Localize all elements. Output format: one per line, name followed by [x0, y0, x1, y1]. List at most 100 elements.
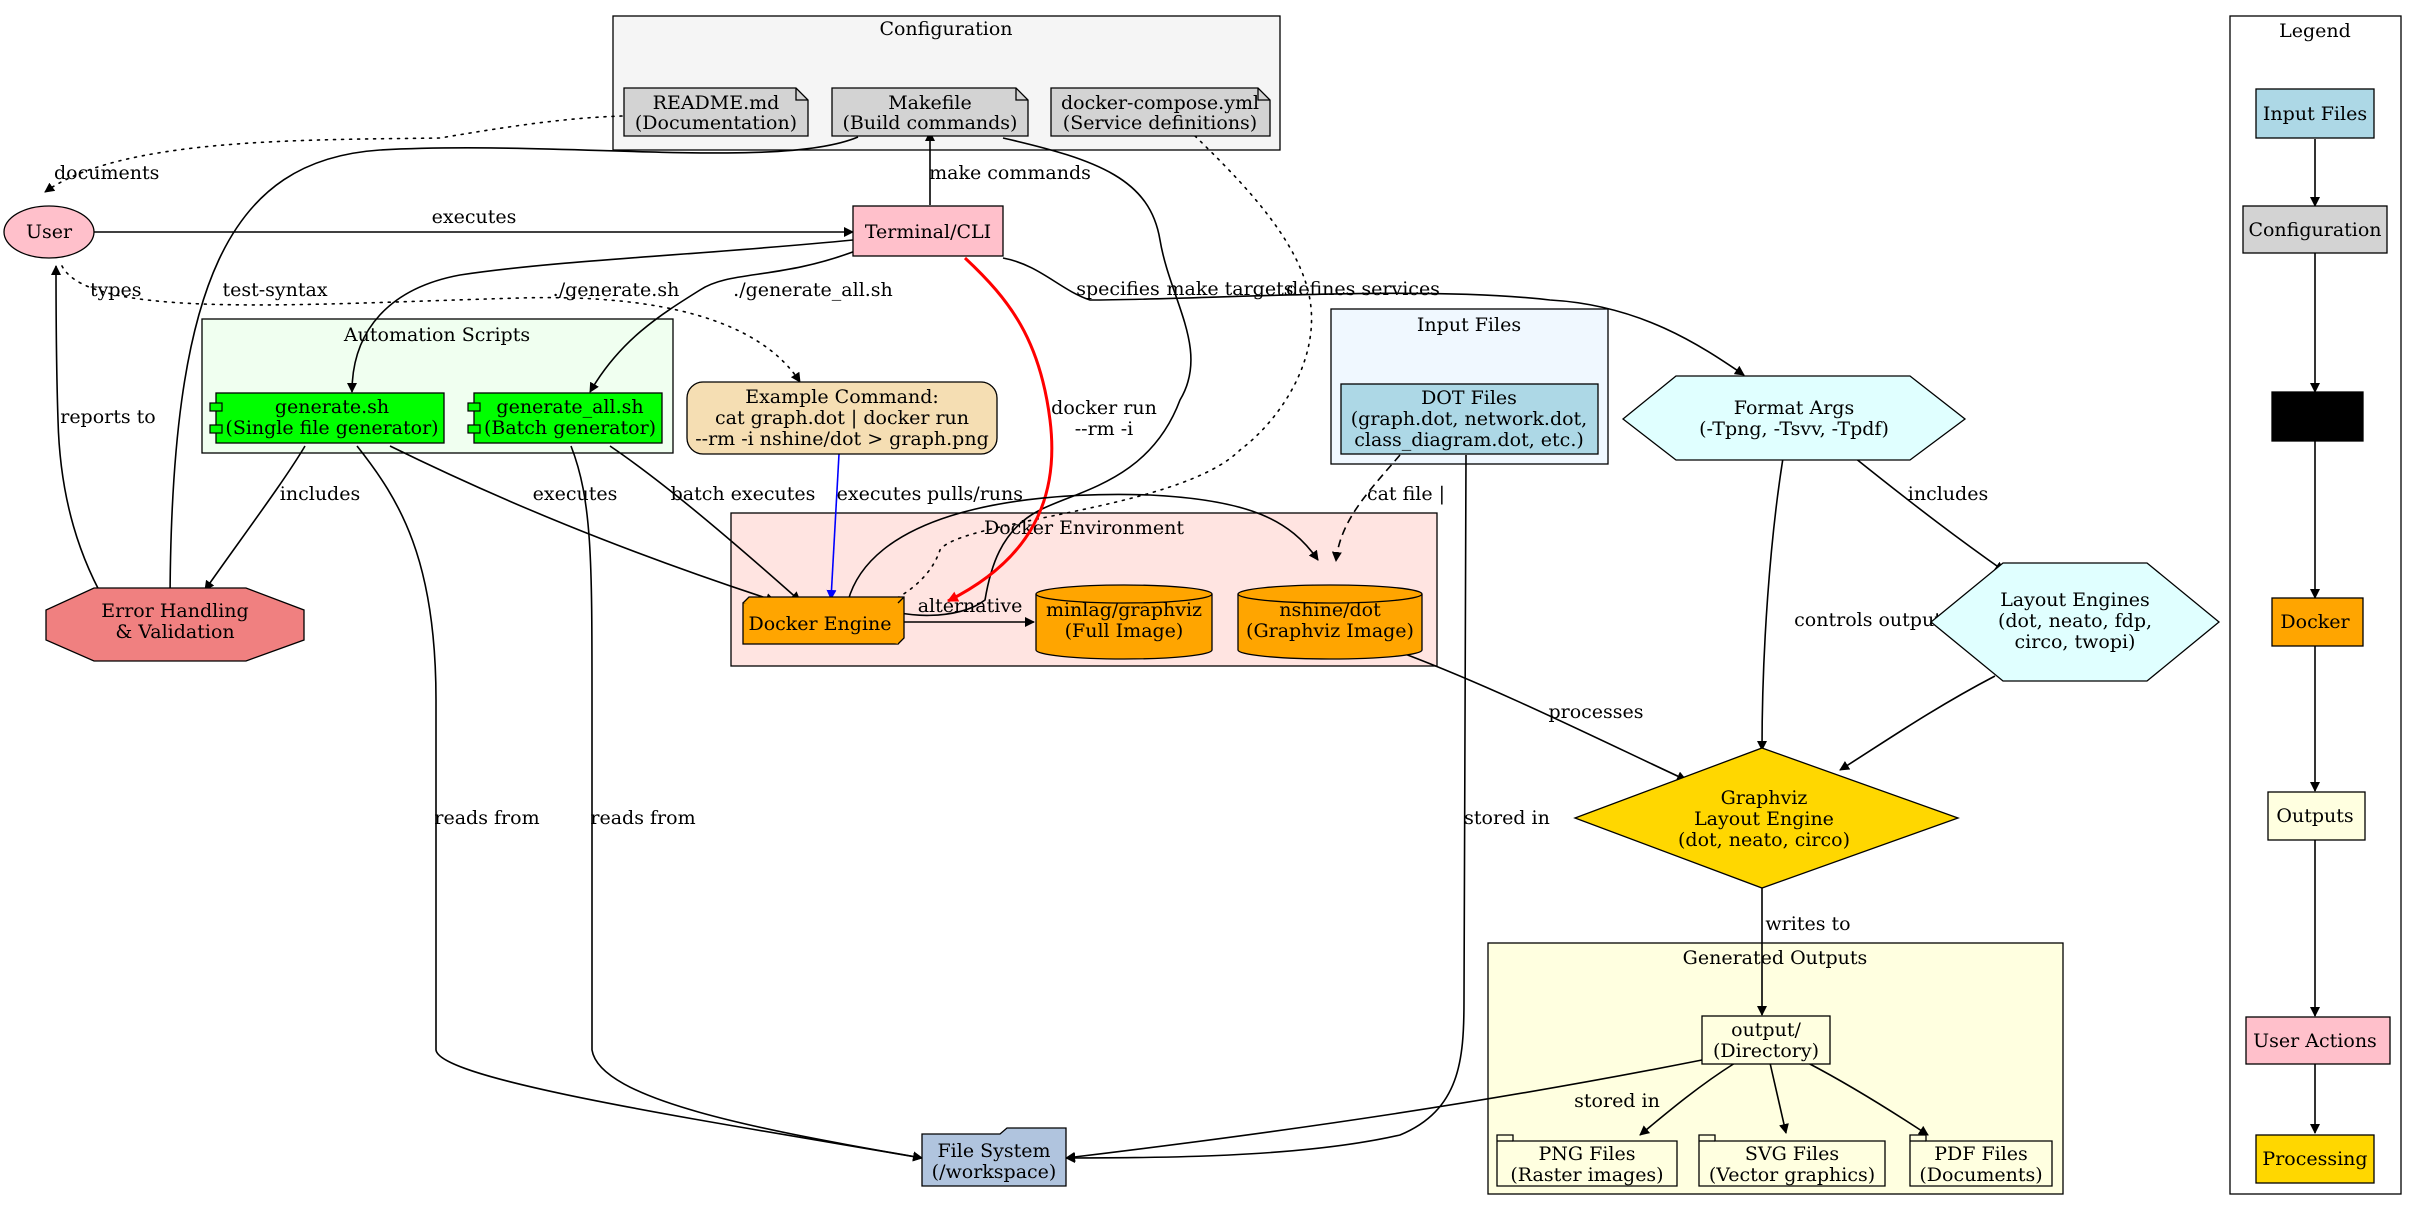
- edge-specifies: [1002, 257, 1745, 376]
- node-layout-engines-line3: circo, twopi): [2015, 631, 2136, 653]
- node-error-line2: & Validation: [115, 621, 234, 643]
- edge-output-png: [1639, 1062, 1736, 1136]
- edge-label-reads-from-1: reads from: [434, 807, 539, 829]
- edge-layout-graphviz: [1839, 675, 1996, 771]
- node-svg-files[interactable]: SVG Files (Vector graphics): [1698, 1134, 1886, 1187]
- node-makefile[interactable]: Makefile (Build commands): [831, 87, 1029, 137]
- node-readme-line2: (Documentation): [635, 112, 797, 134]
- edge-output-svg: [1769, 1062, 1789, 1134]
- legend-item-processing: Processing: [2255, 1134, 2375, 1184]
- node-readme[interactable]: README.md (Documentation): [623, 87, 809, 137]
- edges: [44, 115, 2320, 1163]
- edge-stored-in-2: [1065, 1059, 1703, 1162]
- legend-item-user-actions: User Actions: [2245, 1016, 2391, 1065]
- node-example-line3: --rm -i nshine/dot > graph.png: [695, 428, 989, 450]
- node-compose-line2: (Service definitions): [1063, 112, 1257, 134]
- edge-make-targets: [871, 137, 1192, 617]
- node-terminal-label: Terminal/CLI: [865, 221, 991, 243]
- edge-includes-error: [204, 445, 306, 591]
- node-graphviz-engine[interactable]: Graphviz Layout Engine (dot, neato, circ…: [1573, 747, 1960, 889]
- cluster-configuration-label: Configuration: [879, 18, 1012, 40]
- node-docker-engine-label: Docker Engine: [748, 613, 891, 635]
- cluster-docker-label: Docker Environment: [984, 517, 1184, 539]
- edge-docker-run: [947, 256, 1054, 603]
- edge-label-alternative: alternative: [918, 595, 1023, 617]
- edge-stored-in-1: [1065, 454, 1467, 1163]
- edge-label-types: types: [90, 279, 142, 301]
- node-generate-all-sh[interactable]: generate_all.sh (Batch generator): [467, 392, 663, 444]
- edge-pulls-runs: [847, 493, 1319, 602]
- node-nshine-line2: (Graphviz Image): [1246, 620, 1414, 642]
- node-readme-line1: README.md: [653, 92, 780, 114]
- node-docker-engine[interactable]: Docker Engine: [742, 596, 905, 645]
- node-nshine-dot[interactable]: nshine/dot (Graphviz Image): [1237, 584, 1423, 660]
- node-layout-engines-line1: Layout Engines: [2000, 589, 2150, 611]
- edge-label-generate-sh: ./generate.sh: [553, 279, 680, 301]
- node-layout-engines[interactable]: Layout Engines (dot, neato, fdp, circo, …: [1929, 562, 2221, 682]
- node-user[interactable]: User: [3, 205, 95, 259]
- edge-processes: [1404, 653, 1687, 781]
- node-dot-files-line1: DOT Files: [1421, 387, 1517, 409]
- edge-label-controls-output: controls output: [1794, 609, 1942, 631]
- node-makefile-line1: Makefile: [888, 92, 972, 114]
- edge-generate-all-sh: [589, 249, 859, 393]
- node-png-line2: (Raster images): [1510, 1164, 1663, 1186]
- legend-item-docker: Docker: [2271, 597, 2364, 647]
- legend-label-configuration: Configuration: [2248, 219, 2381, 241]
- edge-types: [61, 265, 801, 383]
- cluster-input-label: Input Files: [1417, 314, 1521, 336]
- node-pdf-line1: PDF Files: [1934, 1143, 2028, 1165]
- edge-reads-from-1: [356, 445, 923, 1162]
- node-example-line2: cat graph.dot | docker run: [715, 407, 969, 429]
- edge-label-processes: processes: [1548, 701, 1643, 723]
- cluster-automation-label: Automation Scripts: [343, 324, 530, 346]
- node-generate-all-line2: (Batch generator): [484, 417, 656, 439]
- edge-reports-to: [51, 265, 111, 611]
- legend-label-user-actions: User Actions: [2253, 1030, 2377, 1052]
- node-svg-line2: (Vector graphics): [1709, 1164, 1875, 1186]
- legend-label-input-files: Input Files: [2263, 103, 2367, 125]
- edge-label-make-commands: make commands: [929, 162, 1091, 184]
- legend-label-docker: Docker: [2280, 611, 2350, 633]
- edge-defines-services: [871, 135, 1313, 612]
- node-minlag-line2: (Full Image): [1065, 620, 1184, 642]
- edge-label-make-targets: make targets: [1167, 278, 1294, 300]
- node-minlag-graphviz[interactable]: minlag/graphviz (Full Image): [1035, 584, 1213, 660]
- node-svg-line1: SVG Files: [1745, 1143, 1839, 1165]
- node-png-files[interactable]: PNG Files (Raster images): [1496, 1134, 1678, 1187]
- node-format-args[interactable]: Format Args (-Tpng, -Tsvv, -Tpdf): [1621, 375, 1967, 461]
- legend-label-outputs: Outputs: [2276, 805, 2353, 827]
- edge-label-pulls-runs: pulls/runs: [927, 483, 1023, 505]
- node-graphviz-line1: Graphviz: [1721, 787, 1808, 809]
- node-generate-sh[interactable]: generate.sh (Single file generator): [209, 392, 445, 444]
- edge-label-includes-layout: includes: [1908, 483, 1988, 505]
- node-example-line1: Example Command:: [745, 386, 939, 408]
- edge-label-docker-run-2: --rm -i: [1075, 418, 1133, 440]
- edge-label-cat-file: cat file |: [1367, 483, 1445, 505]
- edge-label-batch-executes: batch executes: [671, 483, 816, 505]
- edge-includes-layout: [1854, 457, 2005, 572]
- edge-batch-executes: [609, 445, 801, 602]
- edge-label-executes-terminal: executes: [432, 206, 517, 228]
- node-filesystem-line2: (/workspace): [932, 1161, 1057, 1183]
- node-example-command[interactable]: Example Command: cat graph.dot | docker …: [686, 381, 998, 455]
- node-layout-engines-line2: (dot, neato, fdp,: [1998, 610, 2152, 632]
- node-docker-compose[interactable]: docker-compose.yml (Service definitions): [1050, 87, 1271, 137]
- edge-label-documents: documents: [54, 162, 159, 184]
- edge-label-defines-services: defines services: [1286, 278, 1440, 300]
- node-format-args-line1: Format Args: [1734, 397, 1854, 419]
- node-generate-all-line1: generate_all.sh: [496, 396, 643, 418]
- edge-documents: [44, 115, 623, 193]
- node-terminal[interactable]: Terminal/CLI: [852, 205, 1004, 257]
- legend-item-configuration: Configuration: [2242, 205, 2388, 254]
- edge-label-test-syntax: test-syntax: [222, 279, 327, 301]
- node-dot-files[interactable]: DOT Files (graph.dot, network.dot, class…: [1340, 383, 1599, 455]
- node-file-system[interactable]: File System (/workspace): [921, 1127, 1067, 1187]
- edge-test-syntax: [165, 136, 859, 611]
- node-output-directory[interactable]: output/ (Directory): [1701, 1015, 1831, 1065]
- node-error-handling[interactable]: Error Handling & Validation: [45, 587, 305, 662]
- node-user-label: User: [26, 221, 73, 243]
- node-pdf-files[interactable]: PDF Files (Documents): [1909, 1134, 2053, 1187]
- node-png-line1: PNG Files: [1539, 1143, 1636, 1165]
